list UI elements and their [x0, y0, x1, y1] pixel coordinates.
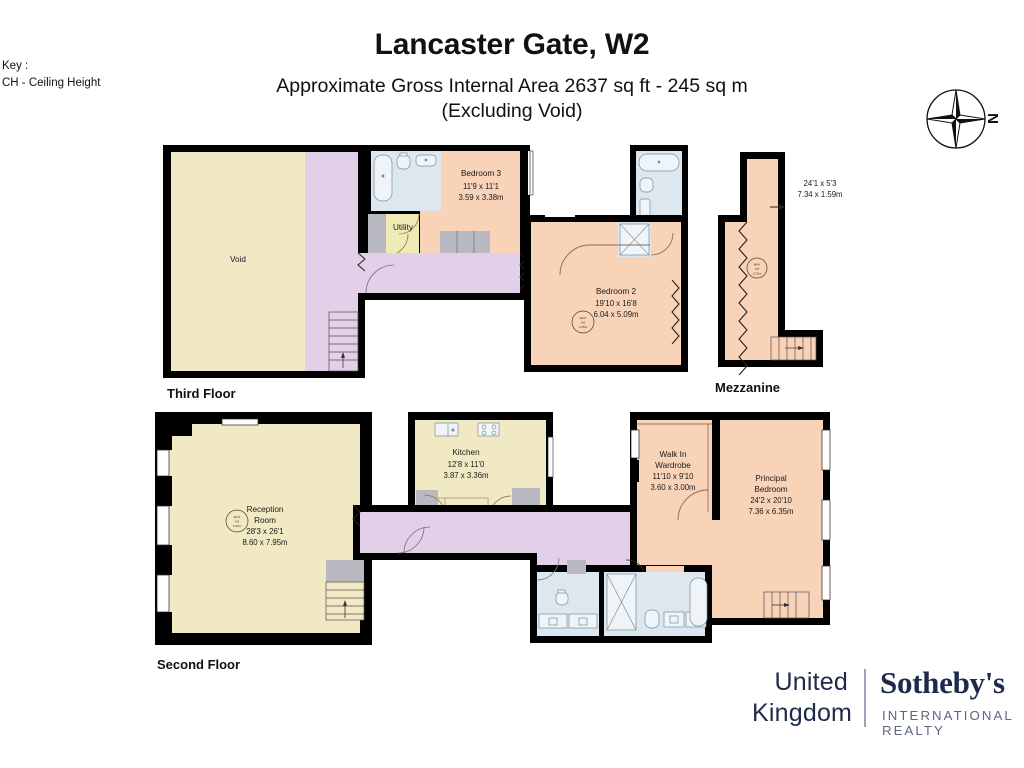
wardrobe-label-1: Walk In [660, 450, 687, 459]
mezzanine-metric: 7.34 x 1.59m [797, 190, 842, 199]
floor-label-second: Second Floor [157, 657, 241, 672]
bedroom-2-room [531, 222, 681, 365]
brand-logo: United Kingdom Sotheby's INTERNATIONAL R… [752, 665, 1024, 738]
bedroom-3-label: Bedroom 3 [461, 169, 501, 178]
wardrobe-label-2: Wardrobe [655, 461, 691, 470]
reception-label-2: Room [254, 516, 276, 525]
wardrobe-imperial: 11'10 x 9'10 [653, 472, 695, 481]
svg-text:CH: CH [755, 267, 759, 271]
third-corridor [358, 253, 520, 293]
mezzanine-plan: 24'1 x 5'3 7.34 x 1.59m MAX CH 2.25m [718, 152, 843, 376]
third-closets [440, 231, 490, 253]
compass-rose-icon: N [925, 88, 1001, 150]
principal-metric: 7.36 x 6.35m [748, 507, 793, 516]
principal-windows [630, 429, 831, 601]
third-floor-plan: Void Bedroom 3 11'9 x 11'1 3.59 x 3.38m … [163, 145, 688, 378]
svg-text:CH: CH [581, 321, 585, 325]
brand-kingdom: Kingdom [752, 699, 853, 727]
second-bath-fixtures [538, 573, 708, 631]
void-label: Void [230, 255, 246, 264]
reception-metric: 8.60 x 7.95m [242, 538, 287, 547]
svg-text:CH: CH [235, 520, 239, 524]
second-floor-plan: Reception Room 28'3 x 26'1 8.60 x 7.95m … [155, 412, 831, 645]
bedroom-2-label: Bedroom 2 [596, 287, 636, 296]
principal-label-1: Principal [755, 474, 787, 483]
third-floor-stairs [328, 311, 359, 372]
svg-text:MAX: MAX [234, 515, 241, 519]
utility-cupboard [368, 214, 386, 256]
kitchen-label: Kitchen [452, 448, 480, 457]
svg-text:4.83m: 4.83m [233, 524, 242, 528]
reception-windows [156, 418, 259, 613]
key-item-ceiling-height: CH - Ceiling Height [2, 77, 101, 89]
void-room [171, 152, 305, 371]
floor-label-third: Third Floor [167, 386, 236, 401]
svg-text:2.25m: 2.25m [753, 272, 762, 276]
wardrobe-metric: 3.60 x 3.00m [650, 483, 695, 492]
reception-imperial: 28'3 x 26'1 [246, 527, 283, 536]
brand-international-realty: INTERNATIONAL REALTY [882, 708, 1014, 738]
key-block: Key : CH - Ceiling Height [2, 58, 100, 92]
bath-fixtures [373, 152, 437, 202]
walk-in-wardrobe-room [637, 420, 717, 520]
brand-divider [864, 669, 866, 727]
principal-stairs [763, 591, 810, 619]
subtitle-line-2: (Excluding Void) [441, 100, 583, 122]
bedroom-3-metric: 3.59 x 3.38m [458, 193, 503, 202]
mezzanine-stairs [770, 336, 817, 361]
mezzanine-room [725, 159, 816, 360]
mezzanine-imperial: 24'1 x 5'3 [804, 179, 837, 188]
kitchen-fixtures [434, 422, 500, 437]
ceiling-height-badge-bedroom2: MAX CH 2.25m [571, 310, 595, 334]
second-floor-stairs [325, 560, 365, 621]
brand-sothebys: Sotheby's [880, 665, 1005, 700]
floor-label-mezzanine: Mezzanine [715, 380, 781, 395]
ceiling-height-badge-mezzanine: MAX CH 2.25m [746, 257, 768, 279]
svg-text:MAX: MAX [580, 316, 587, 320]
svg-text:MAX: MAX [754, 263, 761, 267]
principal-label-2: Bedroom [754, 485, 787, 494]
svg-text:2.25m: 2.25m [579, 325, 588, 329]
reception-room [168, 424, 360, 633]
second-corridor [360, 512, 636, 566]
page-subtitle: Approximate Gross Internal Area 2637 sq … [0, 74, 1024, 124]
bedroom-2-metric: 6.04 x 5.09m [593, 310, 638, 319]
reception-wall-piers [155, 424, 192, 633]
page-title: Lancaster Gate, W2 [374, 28, 650, 61]
principal-imperial: 24'2 x 20'10 [750, 496, 792, 505]
bedroom-2-imperial: 19'10 x 16'8 [595, 299, 637, 308]
brand-united: United [774, 668, 848, 696]
ceiling-height-badge-reception: MAX CH 4.83m [225, 509, 249, 533]
bedroom-3-imperial: 11'9 x 11'1 [463, 182, 499, 191]
kitchen-imperial: 12'8 x 11'0 [448, 460, 485, 469]
subtitle-line-1: Approximate Gross Internal Area 2637 sq … [276, 75, 748, 97]
kitchen-metric: 3.87 x 3.36m [443, 471, 488, 480]
utility-label: Utility [393, 223, 414, 232]
key-title: Key : [2, 60, 29, 72]
reception-label-1: Reception [247, 505, 284, 514]
